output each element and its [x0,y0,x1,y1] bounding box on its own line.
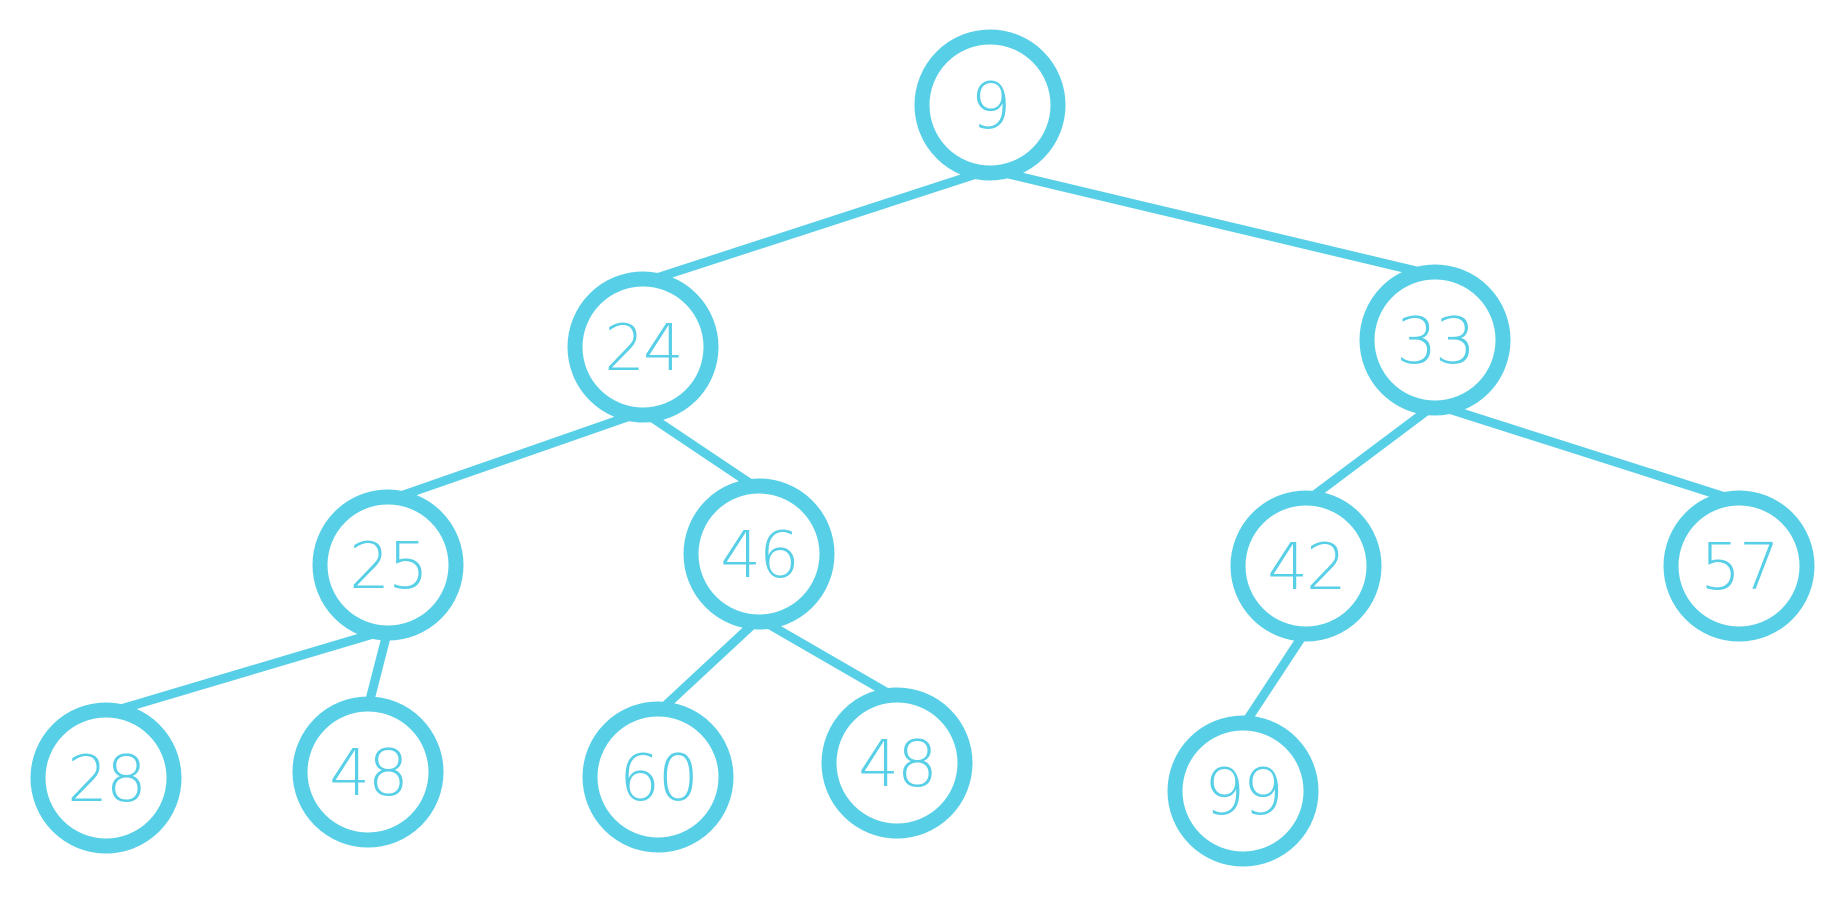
tree-edge-n24-n46 [640,407,762,494]
tree-node-label: 48 [858,728,935,802]
tree-node-circle [312,489,464,641]
tree-node-circle [567,271,719,423]
tree-edge-n24-n25 [386,407,645,505]
tree-node-circle [914,29,1066,181]
tree-node: 99 [1167,715,1319,867]
tree-edge-n9a-n24 [641,165,992,287]
tree-node-circle [1230,490,1382,642]
tree-node: 24 [567,271,719,423]
tree-node-circle [582,701,734,853]
tree-edge-n42-n99 [1239,628,1310,729]
tree-node-label: 42 [1267,531,1344,605]
tree-node-circle [683,478,835,630]
tree-node: 46 [683,478,835,630]
tree-edge-n33-n57 [1433,400,1741,506]
tree-edge-n25-n48a [363,628,393,709]
tree-node: 42 [1230,490,1382,642]
tree-node-circle [1359,264,1511,416]
tree-node: 28 [30,702,182,854]
tree-node-circle [30,702,182,854]
tree-node-label: 25 [349,530,426,604]
tree-node-label: 99 [1204,756,1281,830]
tree-node: 25 [312,489,464,641]
tree-edge-n46-n60 [654,615,763,716]
tree-node-circle [1663,490,1815,642]
tree-node-label: 28 [67,743,144,817]
tree-node-label: 9 [971,70,1010,144]
tree-edge-n46-n48b [756,614,900,703]
tree-edge-n33-n42 [1303,401,1438,505]
tree-edge-n25-n28 [104,625,390,718]
tree-node-label: 33 [1396,305,1473,379]
tree-node-label: 60 [619,742,696,816]
tree-node: 48 [821,687,973,839]
tree-node: 33 [1359,264,1511,416]
tree-edge-n9a-n33 [988,165,1437,280]
tree-node: 48 [292,696,444,848]
tree-node-circle [292,696,444,848]
tree-node: 57 [1663,490,1815,642]
tree-nodes: 9 24 33 25 46 42 57 28 48 60 48 99 [30,29,1815,867]
tree-node: 60 [582,701,734,853]
tree-node: 9 [914,29,1066,181]
tree-node-label: 57 [1700,531,1777,605]
tree-node-circle [1167,715,1319,867]
tree-node-circle [821,687,973,839]
tree-node-label: 46 [720,519,797,593]
tree-edges [104,165,1741,729]
tree-node-label: 24 [604,312,681,386]
tree-node-label: 48 [329,737,406,811]
